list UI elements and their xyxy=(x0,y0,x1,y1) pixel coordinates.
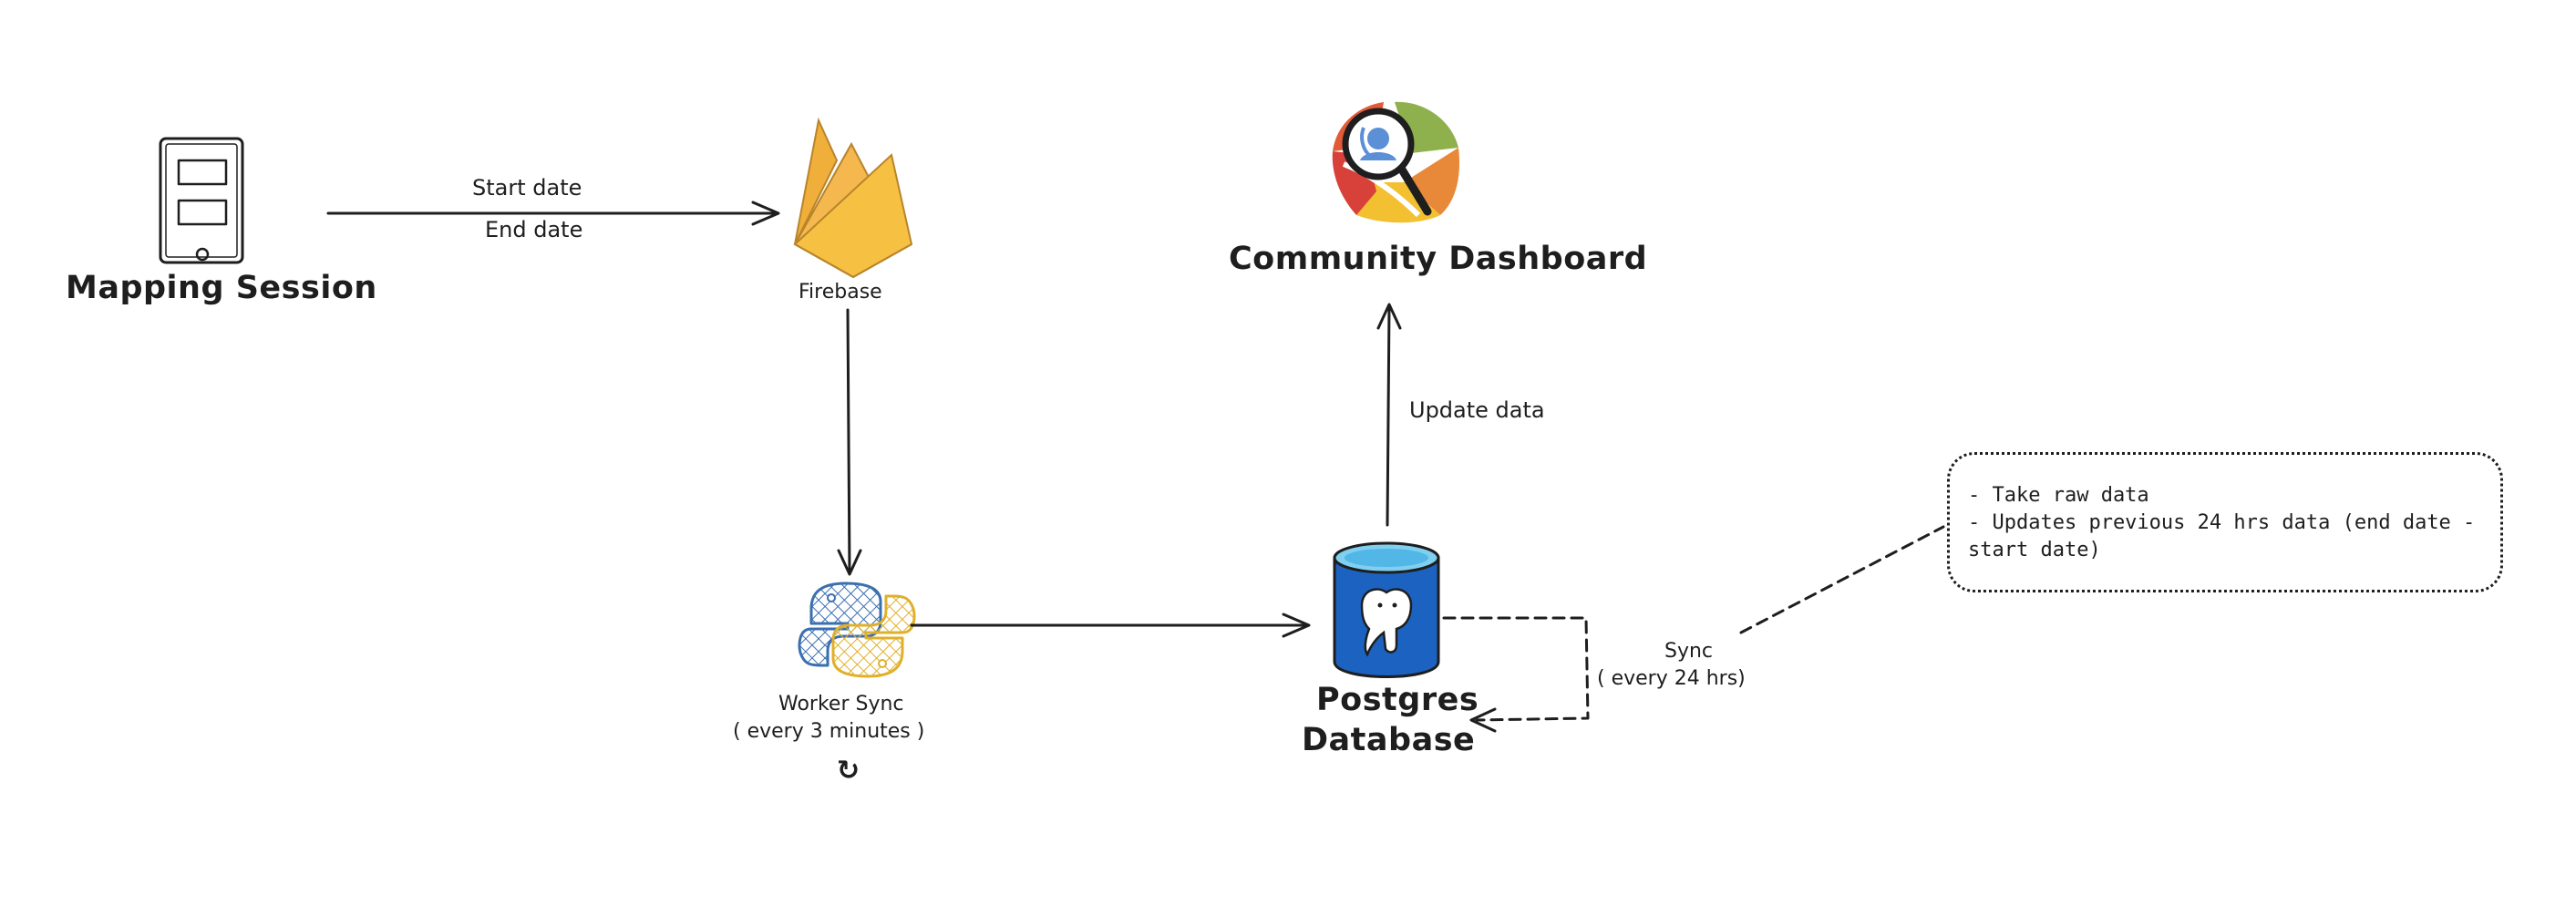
edge-label-start-date: Start date xyxy=(472,175,582,201)
note-line: - Updates previous 24 hrs data (end date… xyxy=(1968,511,2476,534)
firebase-icon xyxy=(793,117,913,279)
arrow-worker-to-postgres xyxy=(910,613,1311,638)
mobile-phone-icon xyxy=(159,137,244,264)
postgres-label-line1: Postgres xyxy=(1316,682,1479,718)
edge-label-update-data: Update data xyxy=(1409,397,1545,423)
mapping-session-label: Mapping Session xyxy=(66,270,377,306)
community-dashboard-logo-icon xyxy=(1332,101,1460,223)
postgres-label-line2: Database xyxy=(1302,722,1476,758)
postgres-database-icon xyxy=(1333,541,1440,678)
repeat-icon: ↻ xyxy=(837,755,860,787)
arrow-firebase-to-worker xyxy=(837,308,862,576)
python-icon xyxy=(798,582,916,678)
sync-interval-label: ( every 24 hrs) xyxy=(1597,667,1746,690)
arrow-postgres-to-dashboard xyxy=(1376,303,1402,527)
community-dashboard-label: Community Dashboard xyxy=(1229,241,1648,277)
note-connector xyxy=(1739,525,1945,634)
edge-label-end-date: End date xyxy=(485,217,583,242)
note-line: start date) xyxy=(1968,539,2101,561)
sync-note-box: - Take raw data - Updates previous 24 hr… xyxy=(1947,452,2503,592)
arrow-postgres-self-sync xyxy=(1442,616,1590,733)
worker-sync-interval-label: ( every 3 minutes ) xyxy=(733,720,925,743)
sync-label: Sync xyxy=(1664,640,1714,663)
worker-sync-label: Worker Sync xyxy=(778,693,904,716)
note-line: - Take raw data xyxy=(1968,484,2149,507)
firebase-label: Firebase xyxy=(799,281,882,304)
arrow-session-to-firebase xyxy=(326,201,780,226)
